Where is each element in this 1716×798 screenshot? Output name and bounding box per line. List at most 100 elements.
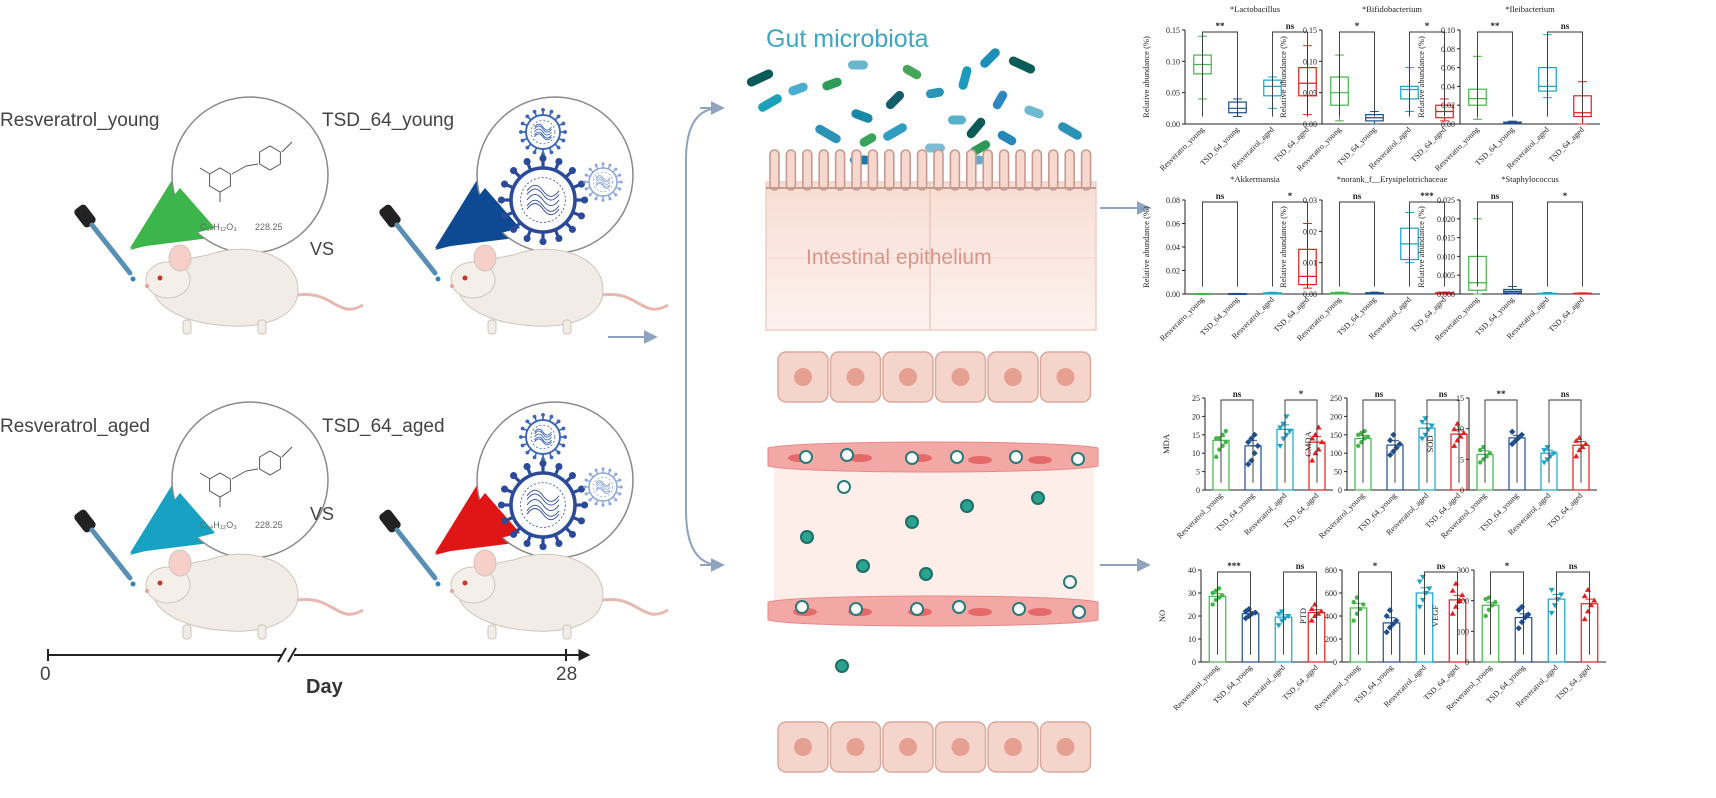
data-point <box>1518 619 1526 626</box>
leukocyte-icon <box>910 602 924 616</box>
chart-y-label: Relative abundance (%) <box>1278 206 1288 288</box>
treatment-cone-tip <box>435 493 520 555</box>
virus-spike-tip <box>525 145 530 150</box>
significance-bracket <box>1484 399 1518 483</box>
chart-y-tick-label: 200 <box>1457 597 1469 606</box>
data-point <box>1551 603 1558 609</box>
chart-title: *Staphylococcus <box>1501 174 1559 184</box>
virus-spike-tip <box>520 121 525 126</box>
virus-genome <box>595 488 611 494</box>
bacterium-icon <box>746 69 774 87</box>
data-point <box>1581 616 1588 622</box>
data-point <box>1396 440 1403 448</box>
virus-spike-tip <box>556 419 561 424</box>
virus-spike-tip <box>549 150 554 155</box>
endothelial-nucleus <box>1028 456 1052 464</box>
virus-spike-tip <box>525 419 530 424</box>
mouse-eye-icon <box>157 275 163 281</box>
data-point <box>1245 439 1252 446</box>
virus-spike-tip <box>561 121 566 126</box>
chart-y-tick-label: 0.10 <box>1166 57 1180 66</box>
virus-spike-tip <box>614 193 618 197</box>
chart-y-label: VEGF <box>1430 605 1440 627</box>
virus-spike-tip <box>497 501 505 509</box>
virus-spike-tip <box>555 234 563 242</box>
virus-inner <box>592 171 614 193</box>
data-point <box>1357 606 1363 612</box>
dropper-drop-icon <box>130 581 136 587</box>
data-point <box>1419 419 1426 425</box>
mouse-leg-icon <box>562 624 572 640</box>
microvillus-icon <box>1048 149 1059 191</box>
dropper-bulb-icon <box>74 509 96 533</box>
chart-x-tick-label: Resveratrol_young <box>1175 491 1224 540</box>
chart-y-tick-label: 0.04 <box>1441 82 1455 91</box>
mouse-tail-icon <box>297 597 364 616</box>
virus-spike-tip <box>568 472 576 480</box>
chart-x-tick-label: Resveratrol_young <box>1172 663 1221 712</box>
data-point <box>1426 586 1433 592</box>
epithelium-block <box>765 181 1097 331</box>
group-label-tsd-64-aged: TSD_64_aged <box>322 416 445 437</box>
significance-bracket <box>1339 31 1375 117</box>
data-point <box>1525 611 1532 618</box>
significance-bracket <box>1272 201 1308 287</box>
data-point <box>1548 587 1555 593</box>
virus-spike-tip <box>525 114 530 119</box>
data-point <box>1362 428 1367 434</box>
leukocyte-icon <box>799 450 813 464</box>
virus-spike-tip <box>583 485 587 489</box>
virus-spike-tip <box>594 197 598 201</box>
virus-spike-tip <box>588 193 592 197</box>
virus-spike-tip <box>523 539 531 547</box>
virus-genome <box>526 498 560 512</box>
virus-genome <box>595 183 611 189</box>
data-point <box>1493 600 1498 605</box>
mouse-eye-icon <box>157 580 163 586</box>
chart-y-tick-label: 0 <box>1192 658 1196 667</box>
chart-x-tick-label: TSD_64_aged <box>1547 125 1586 164</box>
virus-spike-tip <box>601 198 605 202</box>
leukocyte-icon <box>849 602 863 616</box>
virus-spike-tip <box>614 167 618 171</box>
data-point <box>1573 437 1580 443</box>
virus-spike-tip <box>588 472 592 476</box>
virus-spike-tip <box>594 502 598 506</box>
cell-nucleus <box>1056 368 1075 386</box>
chart-y-tick-label: 20 <box>1188 612 1196 621</box>
mouse-leg-icon <box>182 319 192 335</box>
chart-y-tick-label: 0.08 <box>1441 45 1455 54</box>
significance-bracket <box>1547 31 1583 117</box>
chart-title: *Bifidobacterium <box>1362 4 1422 14</box>
microvillus-icon <box>785 149 797 191</box>
data-point <box>1223 439 1229 445</box>
data-point <box>1277 443 1284 449</box>
dropper-bulb-icon <box>379 204 401 228</box>
virus-spike-tip <box>601 503 605 507</box>
bacterium-icon <box>788 82 808 96</box>
significance-label: * <box>1425 21 1430 31</box>
data-point <box>1308 606 1315 612</box>
virus-genome <box>526 203 560 216</box>
chart-y-tick-label: 5 <box>1460 455 1464 464</box>
bacterium-icon <box>1024 105 1044 119</box>
data-point <box>1309 457 1316 463</box>
cell-nucleus <box>846 738 865 756</box>
chart-y-label: MDA <box>1161 433 1171 454</box>
chart-y-tick-label: 0.00 <box>1441 120 1455 129</box>
virus-genome <box>534 131 552 139</box>
virus-genome <box>534 428 552 436</box>
resveratrol-bond <box>199 167 211 175</box>
mouse-leg-icon <box>257 624 267 640</box>
data-point <box>1210 590 1215 596</box>
endothelial-nucleus <box>968 456 992 464</box>
endothelial-nucleus <box>1028 608 1052 616</box>
data-point <box>1509 428 1516 435</box>
significance-bracket <box>1490 571 1524 655</box>
data-point <box>1315 424 1322 430</box>
virus-genome <box>534 125 552 133</box>
virus-spike-tip <box>577 517 585 525</box>
microvillus-icon <box>998 149 1010 191</box>
